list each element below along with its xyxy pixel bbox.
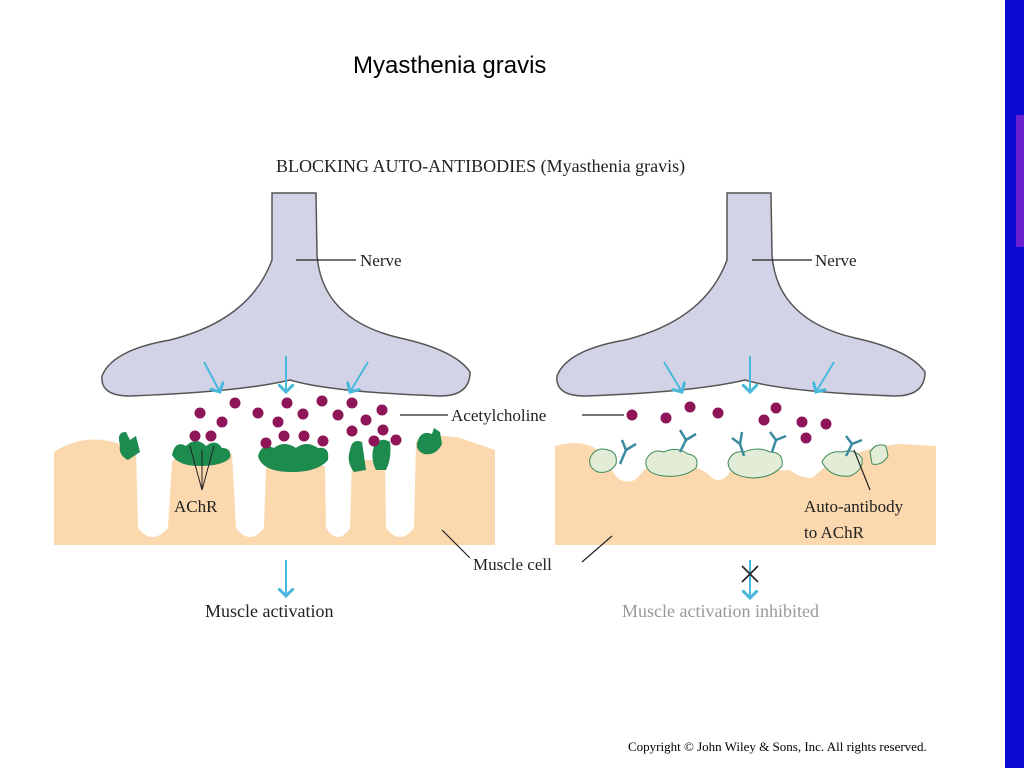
auto-antibody bbox=[731, 431, 746, 457]
acetylcholine-molecule bbox=[346, 397, 358, 409]
acetylcholine-molecule bbox=[278, 430, 290, 442]
achr-leaders bbox=[189, 445, 215, 491]
left-receptors bbox=[118, 428, 442, 472]
release-arrow bbox=[350, 361, 369, 392]
slide-title: Myasthenia gravis bbox=[353, 52, 547, 79]
acetylcholine-molecule bbox=[346, 425, 358, 437]
right-nerve-label: Nerve bbox=[815, 251, 857, 270]
slide-border-accent bbox=[1016, 115, 1024, 247]
acetylcholine-molecule bbox=[316, 395, 328, 407]
blocked-achr-receptor bbox=[645, 448, 698, 477]
right-outcome-label: Muscle activation inhibited bbox=[622, 601, 819, 621]
auto-antibody bbox=[618, 439, 637, 465]
acetylcholine-molecule bbox=[332, 409, 344, 421]
acetylcholine-molecule bbox=[297, 408, 309, 420]
left-release-arrows bbox=[203, 356, 369, 392]
achr-receptor bbox=[348, 441, 366, 472]
myasthenia-diagram: BLOCKING AUTO-ANTIBODIES (Myasthenia gra… bbox=[54, 156, 936, 621]
acetylcholine-molecule bbox=[281, 397, 293, 409]
acetylcholine-molecule bbox=[376, 404, 388, 416]
figure-heading: BLOCKING AUTO-ANTIBODIES (Myasthenia gra… bbox=[276, 156, 685, 177]
acetylcholine-molecule bbox=[229, 397, 241, 409]
blocked-achr-receptor bbox=[821, 450, 863, 477]
muscle-leader-left bbox=[441, 529, 471, 559]
left-acetylcholine bbox=[189, 395, 402, 449]
right-nerve bbox=[556, 192, 926, 397]
acetylcholine-molecule bbox=[216, 416, 228, 428]
auto-antibody bbox=[844, 435, 863, 457]
left-panel: Nerve bbox=[54, 192, 495, 621]
blocked-cross-icon bbox=[741, 565, 759, 583]
achr-receptor bbox=[172, 441, 231, 466]
acetylcholine-molecule bbox=[368, 435, 380, 447]
acetylcholine-molecule bbox=[758, 414, 770, 426]
right-acetylcholine bbox=[626, 401, 832, 444]
acetylcholine-molecule bbox=[194, 407, 206, 419]
acetylcholine-molecule bbox=[684, 401, 696, 413]
acetylcholine-molecule bbox=[800, 432, 812, 444]
achr-label: AChR bbox=[174, 497, 218, 516]
blocked-achr-receptor bbox=[589, 448, 617, 473]
release-arrow bbox=[663, 361, 682, 392]
acetylcholine-molecule bbox=[770, 402, 782, 414]
left-nerve bbox=[101, 192, 471, 397]
auto-antibody bbox=[678, 429, 697, 453]
muscle-cell-label: Muscle cell bbox=[473, 555, 552, 574]
acetylcholine-molecule bbox=[298, 430, 310, 442]
release-arrow bbox=[816, 361, 835, 392]
right-receptors bbox=[589, 444, 889, 479]
acetylcholine-molecule bbox=[660, 412, 672, 424]
acetylcholine-molecule bbox=[796, 416, 808, 428]
auto-antibody bbox=[769, 431, 787, 453]
acetylcholine-label: Acetylcholine bbox=[451, 406, 546, 425]
antibody-label-line1: Auto-antibody bbox=[804, 497, 904, 516]
right-release-arrows bbox=[663, 356, 835, 392]
achr-receptor bbox=[416, 428, 442, 455]
blocked-achr-receptor bbox=[869, 444, 889, 465]
acetylcholine-molecule bbox=[820, 418, 832, 430]
acetylcholine-molecule bbox=[252, 407, 264, 419]
acetylcholine-molecule bbox=[626, 409, 638, 421]
achr-receptor bbox=[258, 444, 329, 472]
right-antibodies bbox=[618, 429, 863, 465]
acetylcholine-molecule bbox=[712, 407, 724, 419]
copyright-notice: Copyright © John Wiley & Sons, Inc. All … bbox=[628, 739, 927, 754]
left-outcome-label: Muscle activation bbox=[205, 601, 333, 621]
antibody-leader bbox=[853, 449, 871, 491]
acetylcholine-molecule bbox=[360, 414, 372, 426]
muscle-leader-right bbox=[581, 535, 613, 563]
acetylcholine-molecule bbox=[272, 416, 284, 428]
acetylcholine-molecule bbox=[377, 424, 389, 436]
acetylcholine-molecule bbox=[317, 435, 329, 447]
achr-receptor bbox=[372, 439, 391, 470]
acetylcholine-molecule bbox=[205, 430, 217, 442]
left-nerve-label: Nerve bbox=[360, 251, 402, 270]
right-panel: Nerve Auto-antibody t bbox=[555, 192, 936, 621]
antibody-label-line2: to AChR bbox=[804, 523, 865, 542]
release-arrow bbox=[203, 361, 220, 392]
acetylcholine-molecule bbox=[189, 430, 201, 442]
acetylcholine-molecule bbox=[260, 437, 272, 449]
achr-receptor bbox=[118, 432, 140, 460]
acetylcholine-molecule bbox=[390, 434, 402, 446]
